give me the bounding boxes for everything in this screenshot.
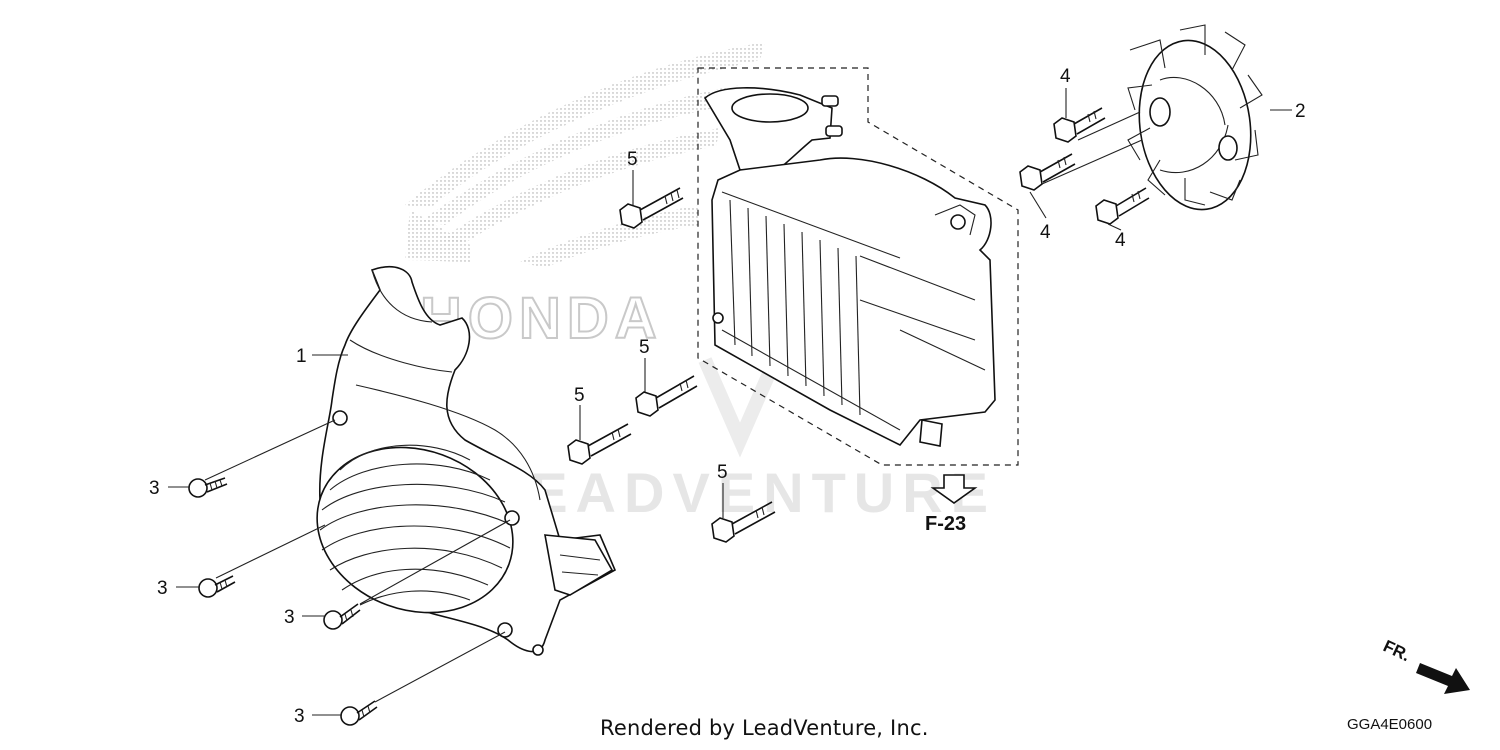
callout-4-a: 4 <box>1060 66 1071 87</box>
bolt-5-c <box>567 423 632 465</box>
screw-3-c <box>323 603 361 630</box>
honda-wing-logo: HONDA <box>405 42 765 352</box>
bolt-5-a <box>619 187 684 229</box>
leader-lines <box>168 88 1292 716</box>
screw-3-d <box>340 700 378 726</box>
callout-3-c: 3 <box>284 607 295 628</box>
front-direction-label: FR. <box>1380 636 1413 665</box>
callout-3-b: 3 <box>157 578 168 599</box>
screw-3-b <box>198 575 236 598</box>
callout-4-c: 4 <box>1115 230 1126 251</box>
cooling-fan <box>1127 24 1263 211</box>
bolt-5-b <box>635 375 698 417</box>
front-direction-arrow-icon <box>1416 663 1470 694</box>
radiator-assembly <box>697 67 1019 466</box>
callout-3-a: 3 <box>149 478 160 499</box>
bolt-4-c <box>1095 187 1150 225</box>
bolt-4-b <box>1019 153 1076 191</box>
callout-3-d: 3 <box>294 706 305 727</box>
reference-arrow-icon <box>930 474 978 504</box>
fan-cover <box>316 266 617 656</box>
bolt-5-d <box>711 501 776 543</box>
bolt-4-a <box>1053 107 1106 143</box>
reference-label[interactable]: F-23 <box>925 513 966 535</box>
watermark-text: LEADVENTURE <box>488 461 996 524</box>
callout-5-a: 5 <box>627 149 638 170</box>
callout-2: 2 <box>1295 101 1306 122</box>
callout-1: 1 <box>296 346 307 367</box>
callout-4-b: 4 <box>1040 222 1051 243</box>
callout-5-d: 5 <box>717 462 728 483</box>
footer-credit: Rendered by LeadVenture, Inc. <box>600 716 929 740</box>
diagram-code: GGA4E0600 <box>1347 716 1433 733</box>
callout-5-c: 5 <box>574 385 585 406</box>
watermark-v-mark <box>698 357 782 458</box>
screw-3-a <box>188 477 228 498</box>
callout-5-b: 5 <box>639 337 650 358</box>
